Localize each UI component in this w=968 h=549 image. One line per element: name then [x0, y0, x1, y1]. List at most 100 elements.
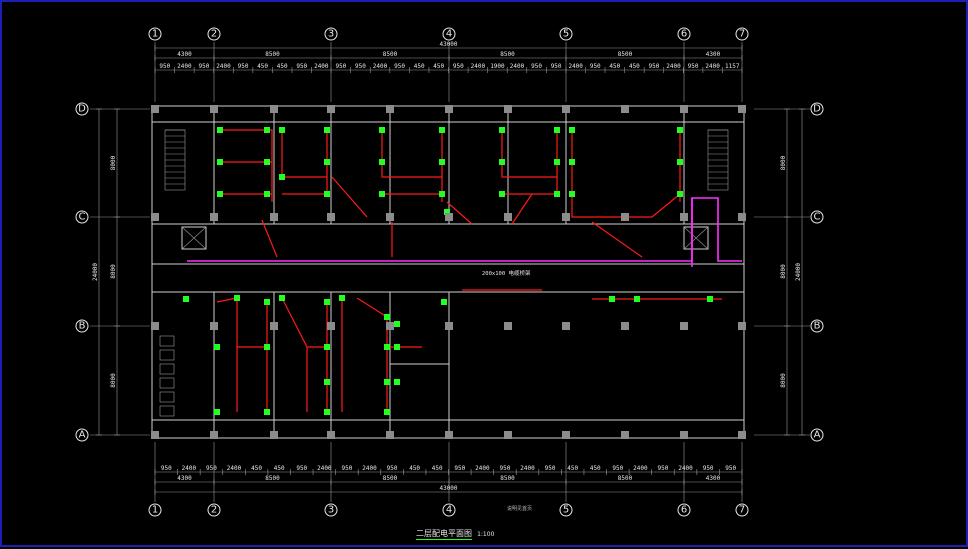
electrical-device-26 [569, 191, 575, 197]
axis-bubble-D-left [75, 102, 89, 116]
dim-bottom-detail-text-0: 950 [161, 465, 172, 472]
dim-top-bays-text-1: 8500 [265, 51, 280, 58]
electrical-device-20 [499, 191, 505, 197]
column-37 [504, 213, 512, 221]
electrical-device-8 [324, 127, 330, 133]
axis-bubble-6-top [677, 27, 691, 41]
electrical-device-53 [183, 296, 189, 302]
sheet-note: 说明见首页 [507, 505, 532, 512]
electrical-device-16 [439, 191, 445, 197]
column-3 [151, 431, 159, 439]
axis-bubble-D-right [810, 102, 824, 116]
electrical-device-1 [217, 159, 223, 165]
electrical-device-34 [214, 344, 220, 350]
axis-label-2-top: 2 [211, 29, 217, 40]
dim-bottom-detail-text-9: 2400 [362, 465, 377, 472]
dim-bottom-detail-text-25: 950 [725, 465, 736, 472]
electrical-device-17 [444, 209, 450, 215]
column-29 [270, 213, 278, 221]
column-25 [738, 213, 746, 221]
dim-bottom-detail-text-22: 950 [658, 465, 669, 472]
electrical-device-28 [677, 159, 683, 165]
column-4 [210, 105, 218, 113]
devices-layer [183, 127, 713, 415]
toilet-stall-0 [159, 335, 175, 347]
electrical-device-29 [677, 191, 683, 197]
electrical-device-52 [441, 299, 447, 305]
column-40 [621, 105, 629, 113]
electrical-device-13 [379, 191, 385, 197]
axis-bubble-5-bottom [559, 503, 573, 517]
wire-run-1 [281, 130, 328, 195]
axis-label-4-top: 4 [446, 29, 452, 40]
column-33 [386, 213, 394, 221]
toilet-stall-2 [159, 363, 175, 375]
electrical-device-22 [554, 159, 560, 165]
dim-bottom-bays-text-4: 8500 [618, 475, 633, 482]
dim-top-detail-text-20: 950 [551, 63, 562, 70]
elevator-1 [683, 226, 709, 250]
column-12 [445, 105, 453, 113]
axis-bubble-B-left [75, 319, 89, 333]
electrical-device-47 [394, 344, 400, 350]
dim-top-detail-text-21: 2400 [568, 63, 583, 70]
drawing-scale: 1:100 [477, 531, 495, 538]
wire-run-6 [216, 297, 268, 412]
axis-bubble-3-top [324, 27, 338, 41]
axis-bubble-A-right [810, 428, 824, 442]
dim-top-detail-text-7: 950 [296, 63, 307, 70]
dim-top-detail-text-22: 950 [590, 63, 601, 70]
electrical-device-49 [609, 296, 615, 302]
dim-top-detail-text-9: 950 [335, 63, 346, 70]
column-0 [151, 105, 159, 113]
electrical-device-44 [384, 379, 390, 385]
axis-label-A-left: A [79, 430, 86, 441]
axis-bubble-1-top [148, 27, 162, 41]
axis-label-D-right: D [813, 104, 821, 115]
dim-bottom-detail-text-13: 950 [454, 465, 465, 472]
electrical-device-40 [324, 409, 330, 415]
wall-0 [151, 105, 745, 439]
electrical-device-0 [217, 127, 223, 133]
dim-top-detail-text-10: 950 [355, 63, 366, 70]
electrical-device-12 [379, 159, 385, 165]
dim-bottom-bays-text-0: 4300 [177, 475, 192, 482]
column-1 [151, 213, 159, 221]
electrical-device-50 [634, 296, 640, 302]
dim-left-spans-text-0: 8000 [110, 155, 117, 170]
axis-label-3-bottom: 3 [328, 505, 334, 516]
dim-top-detail-text-18: 2400 [510, 63, 525, 70]
column-30 [270, 322, 278, 330]
electrical-device-33 [264, 409, 270, 415]
axis-bubble-4-bottom [442, 503, 456, 517]
electrical-device-2 [217, 191, 223, 197]
electrical-device-10 [324, 191, 330, 197]
column-39 [504, 431, 512, 439]
column-9 [327, 213, 335, 221]
electrical-device-23 [554, 191, 560, 197]
dim-bottom-detail-text-18: 450 [567, 465, 578, 472]
elevator-x2-1 [683, 226, 709, 250]
axis-bubble-6-bottom [677, 503, 691, 517]
column-14 [445, 322, 453, 330]
dim-top-detail-text-27: 950 [688, 63, 699, 70]
dim-top-detail-text-3: 2400 [216, 63, 231, 70]
wire-run-7 [281, 297, 328, 412]
dim-top-detail-text-25: 950 [649, 63, 660, 70]
dim-top-detail-text-28: 2400 [705, 63, 720, 70]
dim-bottom-detail-text-1: 2400 [182, 465, 197, 472]
electrical-device-41 [339, 295, 345, 301]
cable-tray [187, 197, 742, 262]
column-10 [327, 322, 335, 330]
axis-label-5-top: 5 [563, 29, 569, 40]
axis-label-7-bottom: 7 [739, 505, 745, 516]
axis-bubble-3-bottom [324, 503, 338, 517]
column-22 [680, 322, 688, 330]
dim-top-detail-text-0: 950 [159, 63, 170, 70]
dim-bottom-bays-text-5: 4300 [706, 475, 721, 482]
column-18 [562, 322, 570, 330]
columns-layer [151, 105, 746, 439]
axis-bubble-C-left [75, 210, 89, 224]
dim-bottom-detail-text-6: 950 [296, 465, 307, 472]
